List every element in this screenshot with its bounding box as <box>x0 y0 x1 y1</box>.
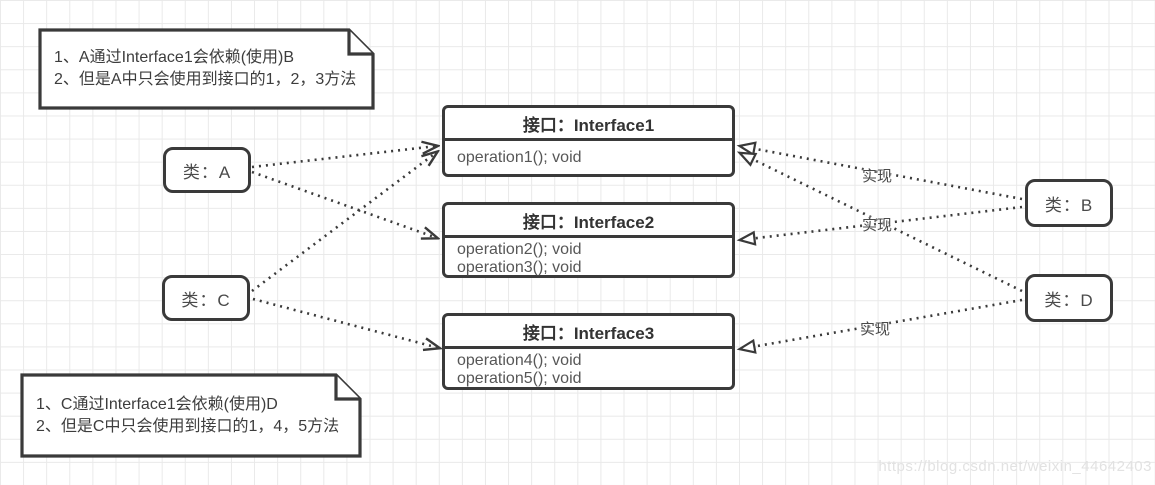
class-node-b: 类：B <box>1025 179 1113 227</box>
edge-label-realization-b-interface1: 实现 <box>862 168 893 185</box>
edge-label-realization-d-interface3: 实现 <box>860 321 891 338</box>
interface-node-interface3: 接口：Interface3 operation4(); void operati… <box>442 313 735 390</box>
interface1-title: 接口：Interface1 <box>445 108 732 141</box>
note-line: 2、但是C中只会使用到接口的1，4，5方法 <box>36 418 340 435</box>
note-line: 1、A通过Interface1会依赖(使用)B <box>54 49 295 66</box>
note-fold-icon <box>347 30 373 56</box>
edge-dependency-c-interface3 <box>252 297 439 348</box>
operation-item: operation5(); void <box>457 370 582 387</box>
note-outline <box>20 373 362 458</box>
interface1-operations: operation1(); void <box>445 141 732 174</box>
edge-label-realization-b-interface2: 实现 <box>862 217 893 234</box>
edge-dependency-a-interface2 <box>251 170 437 238</box>
interface2-operations: operation2(); void operation3(); void <box>445 238 732 279</box>
note-c-dependency: 1、C通过Interface1会依赖(使用)D 2、但是C中只会使用到接口的1，… <box>20 373 362 458</box>
note-outline <box>38 28 375 110</box>
note-fold-icon <box>334 375 360 401</box>
class-a-label: 类：A <box>182 162 232 182</box>
watermark-url: https://blog.csdn.net/weixin_44642403 <box>878 458 1152 475</box>
operation-item: operation2(); void <box>457 241 582 258</box>
interface3-operations: operation4(); void operation5(); void <box>445 349 732 390</box>
note-line: 1、C通过Interface1会依赖(使用)D <box>36 396 278 413</box>
class-node-d: 类：D <box>1025 274 1113 322</box>
class-node-c: 类：C <box>162 275 250 321</box>
operation-item: operation1(); void <box>457 149 582 166</box>
edge-dependency-c-interface1 <box>251 152 437 293</box>
class-c-label: 类：C <box>181 290 231 310</box>
edge-dependency-a-interface1 <box>251 146 437 169</box>
note-line: 2、但是A中只会使用到接口的1，2，3方法 <box>54 71 357 88</box>
operation-item: operation3(); void <box>457 259 582 276</box>
interface-node-interface1: 接口：Interface1 operation1(); void <box>442 105 735 177</box>
interface3-title: 接口：Interface3 <box>445 316 732 349</box>
interface-node-interface2: 接口：Interface2 operation2(); void operati… <box>442 202 735 278</box>
operation-item: operation4(); void <box>457 352 582 369</box>
note-a-dependency: 1、A通过Interface1会依赖(使用)B 2、但是A中只会使用到接口的1，… <box>38 28 375 110</box>
class-node-a: 类：A <box>163 147 251 193</box>
interface2-title: 接口：Interface2 <box>445 205 732 238</box>
class-b-label: 类：B <box>1044 195 1094 215</box>
class-d-label: 类：D <box>1044 290 1094 310</box>
